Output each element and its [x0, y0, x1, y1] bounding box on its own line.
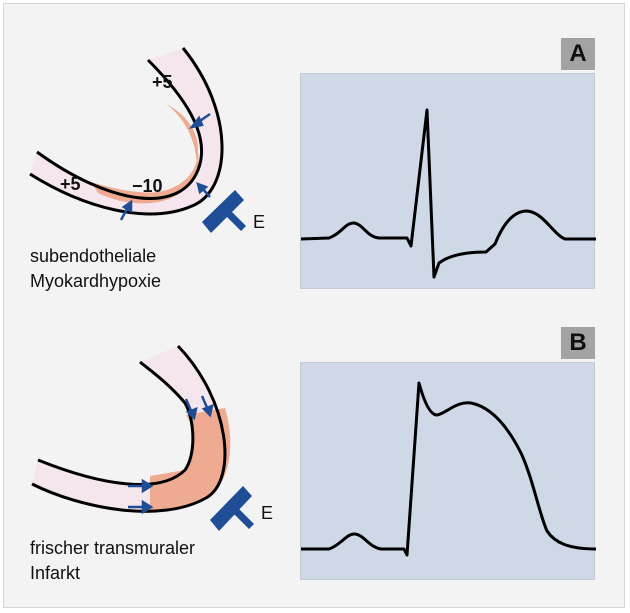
heart-wall-diagram-b: E: [31, 344, 273, 531]
arrow-icon: [188, 112, 211, 129]
caption-b-line2: Infarkt: [30, 563, 81, 583]
arrow-icon: [128, 499, 154, 515]
caption-a-line1: subendotheliale: [30, 246, 157, 266]
caption-b-line1: frischer transmuraler: [30, 538, 196, 558]
myocardial-wall-b: [32, 346, 225, 512]
panel-letter-b: B: [561, 327, 595, 359]
arrow-icon: [196, 181, 211, 198]
wall-outer-contour-a: [29, 47, 224, 216]
ischemia-bulk-a: [92, 104, 199, 204]
electrode-label: E: [261, 503, 273, 523]
heart-wall-diagram-a: +5 +5 −10 E: [29, 47, 265, 233]
electrode-icon: [202, 190, 246, 233]
arrow-icon: [119, 199, 133, 221]
label-left: +5: [60, 174, 81, 194]
arrow-icon: [184, 398, 198, 421]
electrode-icon: [210, 486, 254, 531]
caption-a: subendotheliale Myokardhypoxie: [30, 244, 161, 294]
wall-inner-contour-b: [37, 360, 195, 486]
panel-letter-a: A: [561, 38, 595, 70]
label-top: +5: [152, 72, 173, 92]
myocardial-wall-a: [30, 48, 223, 214]
arrow-icon: [200, 395, 214, 418]
ecg-panel-a: [300, 73, 596, 289]
label-inner: −10: [132, 176, 163, 196]
wall-outer-contour-b: [31, 344, 227, 513]
ecg-trace-b: [301, 381, 596, 557]
arrow-icon: [128, 478, 154, 494]
ecg-trace-a: [301, 108, 596, 279]
wall-inner-contour-a: [36, 58, 204, 200]
electrode-label: E: [253, 212, 265, 232]
ecg-panel-b: [300, 362, 596, 580]
caption-b: frischer transmuraler Infarkt: [30, 536, 195, 586]
caption-a-line2: Myokardhypoxie: [30, 271, 162, 291]
